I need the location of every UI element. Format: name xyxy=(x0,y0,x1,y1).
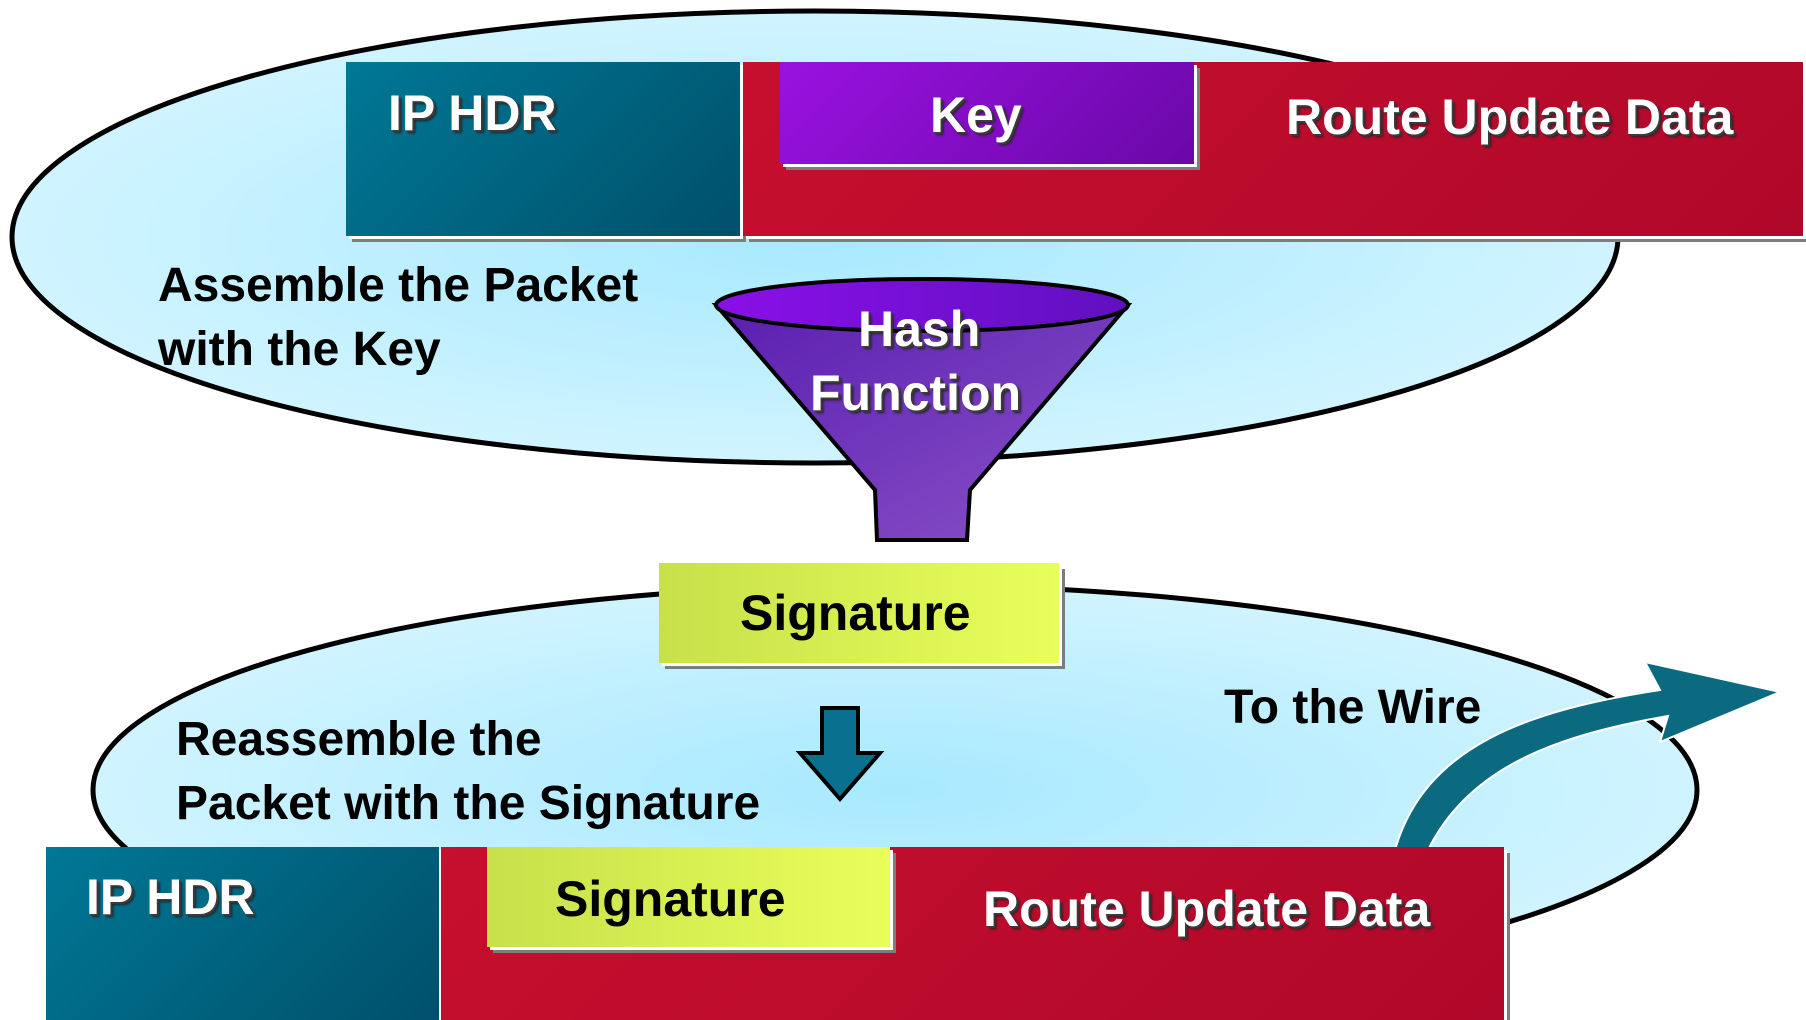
signature-block-bottom xyxy=(487,847,890,947)
signature-output-label: Signature xyxy=(740,585,971,641)
ip-header-block-bottom xyxy=(46,847,439,1020)
reassemble-step-label-line1: Reassemble the xyxy=(176,713,542,766)
route-data-label-top: Route Update Data xyxy=(1286,89,1734,145)
assemble-step-label-line2: with the Key xyxy=(158,323,441,376)
ip-header-label-top: IP HDR xyxy=(388,85,557,141)
reassemble-step-label-line2: Packet with the Signature xyxy=(176,777,761,830)
route-data-label-bottom: Route Update Data xyxy=(983,881,1431,937)
ip-header-label-bottom: IP HDR xyxy=(86,869,255,925)
key-block xyxy=(780,62,1194,164)
signature-label-bottom: Signature xyxy=(555,871,786,927)
funnel-icon xyxy=(711,277,1133,542)
key-label: Key xyxy=(930,87,1022,143)
hash-label-line2: Function xyxy=(810,365,1022,421)
curved-arrow-icon xyxy=(1393,660,1784,851)
down-arrow-icon xyxy=(795,706,885,803)
assemble-step-label-line1: Assemble the Packet xyxy=(158,259,639,312)
to-the-wire-label: To the Wire xyxy=(1224,681,1482,734)
ip-header-block-top xyxy=(346,62,740,236)
signature-output-block xyxy=(659,563,1059,663)
hash-label-line1: Hash xyxy=(858,301,981,357)
